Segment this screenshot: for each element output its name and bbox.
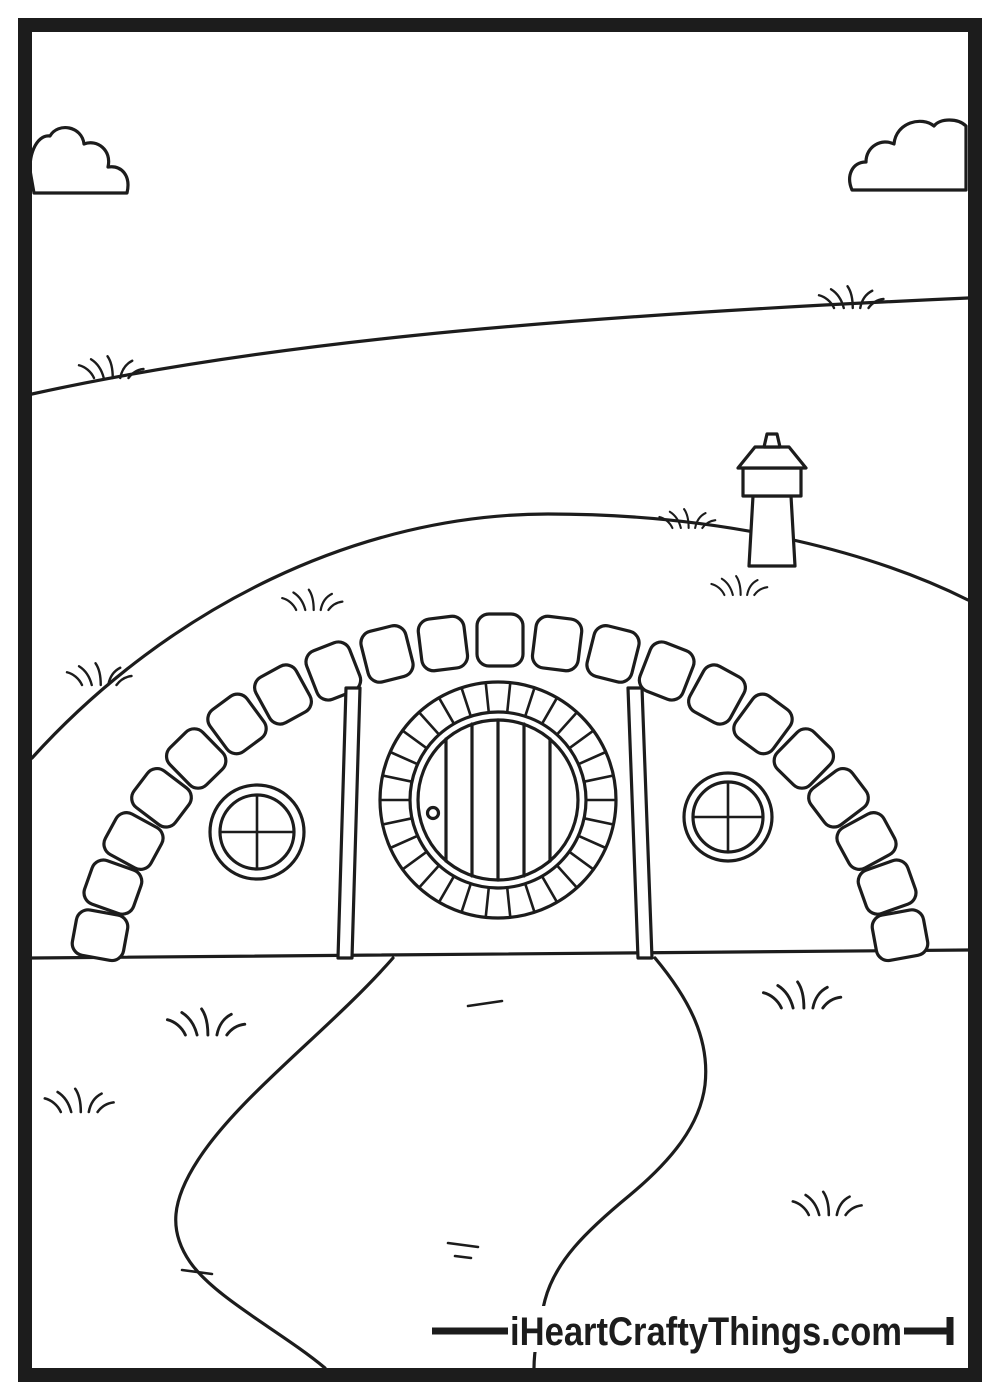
chimney [736, 432, 808, 568]
path-pebble-dash [466, 999, 504, 1008]
arch-stone [130, 766, 193, 829]
distant-hill-horizon [30, 296, 970, 396]
chimney-collar [741, 466, 803, 498]
ground-line [30, 948, 970, 960]
arch-stone [304, 640, 363, 702]
door-brick-joint [460, 686, 473, 718]
arch-stone [687, 663, 747, 726]
door-brick-joint [567, 729, 595, 750]
door-brick-joint [523, 686, 536, 718]
window-cross-muntin [218, 793, 296, 871]
arch-stone [585, 624, 641, 684]
door-brick-joint [460, 882, 473, 914]
grass-tuft-icon [761, 980, 843, 1010]
door-brick-joint [381, 816, 414, 826]
door-brick-joints [378, 681, 618, 919]
window-cross-muntin [691, 780, 765, 854]
watermark-backdrop [455, 1306, 960, 1352]
door-brick-joint [523, 882, 536, 914]
round-door [378, 680, 618, 920]
arch-stone [475, 612, 525, 668]
chimney-cap [736, 445, 808, 470]
grass-tuft-icon [43, 1087, 115, 1114]
door-brick-joint [577, 834, 608, 850]
grass-tuft-icon [165, 1007, 247, 1037]
watermark-text: iHeartCraftyThings.com [510, 1310, 902, 1354]
left-door-post [336, 686, 362, 960]
right-door-post [626, 686, 654, 960]
door-knob [425, 805, 441, 821]
arch-stone [102, 811, 165, 871]
path-pebble-dash [446, 1241, 480, 1260]
grass-tuft-icon [710, 575, 769, 597]
arch-stone [870, 908, 930, 963]
watermark-bar: iHeartCraftyThings.com [432, 1306, 960, 1354]
door-brick-joint [437, 696, 456, 726]
arch-stone [856, 858, 918, 916]
arch-stone [772, 727, 836, 790]
arch-stone [253, 663, 313, 726]
door-brick-joint [505, 681, 512, 714]
door-brick-joint [582, 816, 615, 826]
door-brick-joint [388, 834, 419, 850]
grass-tuft-icon [281, 588, 344, 612]
door-brick-joint [540, 696, 559, 726]
arch-stone [416, 614, 470, 673]
chimney-finial [762, 432, 782, 449]
door-brick-joint [401, 850, 429, 871]
left-round-window [208, 783, 306, 881]
arch-stone [732, 692, 794, 756]
right-cloud-icon [848, 118, 968, 192]
grass-tuft-icon [791, 1190, 863, 1217]
arch-stone [835, 811, 898, 871]
door-brick-joint [417, 710, 441, 736]
arch-stone [164, 727, 228, 790]
right-round-window [682, 771, 774, 863]
arch-stone [206, 692, 268, 756]
door-brick-joint [381, 774, 414, 784]
door-brick-joint [484, 681, 491, 714]
door-brick-joint [417, 864, 441, 890]
page-border-frame [18, 18, 982, 1382]
arch-stone [359, 624, 415, 684]
door-brick-joint [484, 886, 491, 919]
door-planks [444, 718, 552, 882]
arch-stone [82, 858, 144, 916]
door-brick-joint [540, 874, 559, 904]
hill-dome [30, 512, 970, 760]
door-brick-joint [388, 750, 419, 766]
door-brick-joint [577, 750, 608, 766]
door-brick-joint [555, 864, 579, 890]
door-brick-joint [582, 774, 615, 784]
chimney-body [747, 494, 797, 568]
arch-stone [637, 640, 696, 702]
arch-stone [530, 614, 584, 673]
path-left-edge [174, 956, 395, 1370]
door-brick-joint [505, 886, 512, 919]
stone-arch [70, 612, 930, 963]
door-brick-joint [567, 850, 595, 871]
door-brick-joint [437, 874, 456, 904]
arch-stone [807, 766, 870, 829]
door-brick-joint [401, 729, 429, 750]
left-cloud-icon [28, 126, 130, 195]
door-brick-joint [555, 710, 579, 736]
path-pebble-dash [180, 1268, 214, 1276]
arch-stone [70, 908, 130, 963]
